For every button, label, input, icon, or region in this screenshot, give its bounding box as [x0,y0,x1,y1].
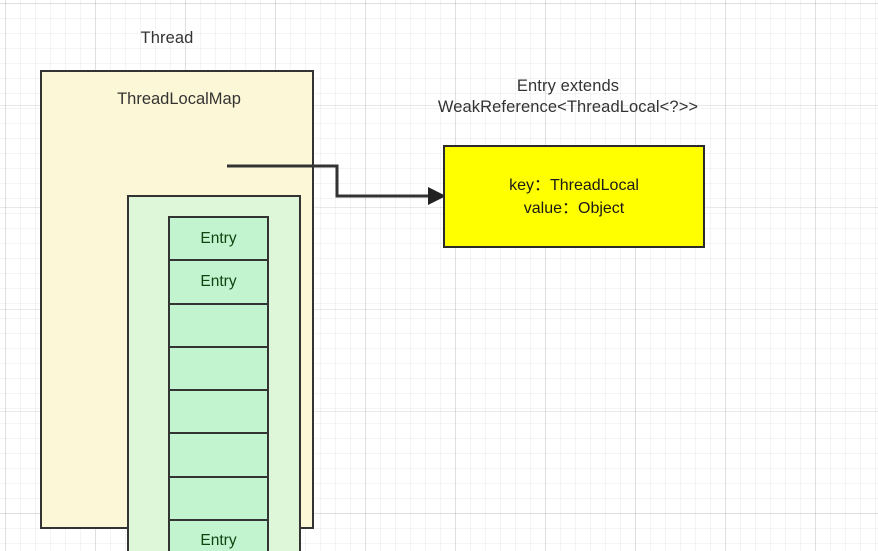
entry-cell[interactable]: Entry [170,520,267,551]
entry-class-box[interactable]: key：ThreadLocal value：Object [443,145,705,248]
entry-cell[interactable] [170,391,267,435]
thread-box[interactable]: ThreadLocalMap Entry Entry Entry [40,70,314,551]
entry-cell[interactable] [170,434,267,478]
entry-value-line: value：Object [523,199,625,217]
entry-key-line: key：ThreadLocal [509,176,639,194]
entry-cell[interactable] [170,347,267,391]
entry-class-title-line2: WeakReference<ThreadLocal<?>> [437,98,699,116]
entry-table: Entry Entry Entry [168,216,269,551]
entry-class-title-line1: Entry extends [516,77,620,95]
entry-cell[interactable] [170,477,267,521]
thread-label: Thread [140,29,194,47]
entry-cell[interactable]: Entry [170,261,267,305]
entry-cell[interactable]: Entry [170,218,267,262]
entry-cell[interactable] [170,304,267,348]
thread-local-map-label: ThreadLocalMap [117,90,241,108]
